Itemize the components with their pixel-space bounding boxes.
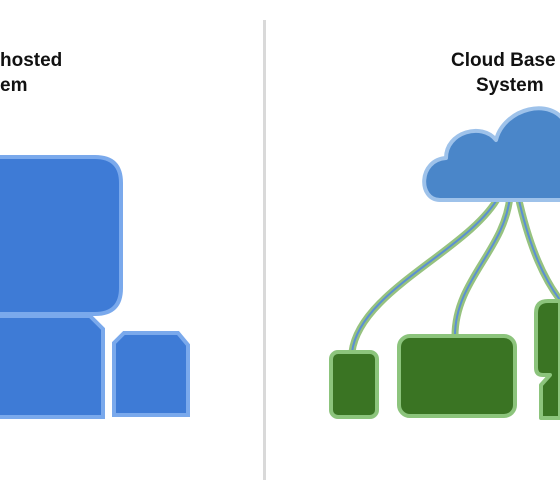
onprem-hardware xyxy=(0,155,190,419)
onprem-storage-box xyxy=(112,331,190,417)
onprem-server-block xyxy=(0,155,123,316)
laptop-device xyxy=(397,334,517,418)
cloud-connectors xyxy=(348,192,560,356)
left-panel-title-line2: em xyxy=(0,75,28,96)
onprem-tower-block xyxy=(0,314,105,419)
right-panel-title-line1: Cloud Base xyxy=(451,50,556,71)
desktop-device xyxy=(534,299,560,420)
connector-phone-core xyxy=(351,195,500,353)
connector-laptop-core xyxy=(454,195,511,337)
connector-desktop xyxy=(514,192,560,304)
left-panel-title-line1: hosted xyxy=(0,50,63,71)
connector-desktop-core xyxy=(517,195,560,301)
cloud-icon xyxy=(422,106,560,202)
panel-divider xyxy=(263,20,266,480)
cloud-system xyxy=(329,106,560,420)
phone-device xyxy=(329,350,379,419)
right-panel-title-line2: System xyxy=(476,75,544,96)
